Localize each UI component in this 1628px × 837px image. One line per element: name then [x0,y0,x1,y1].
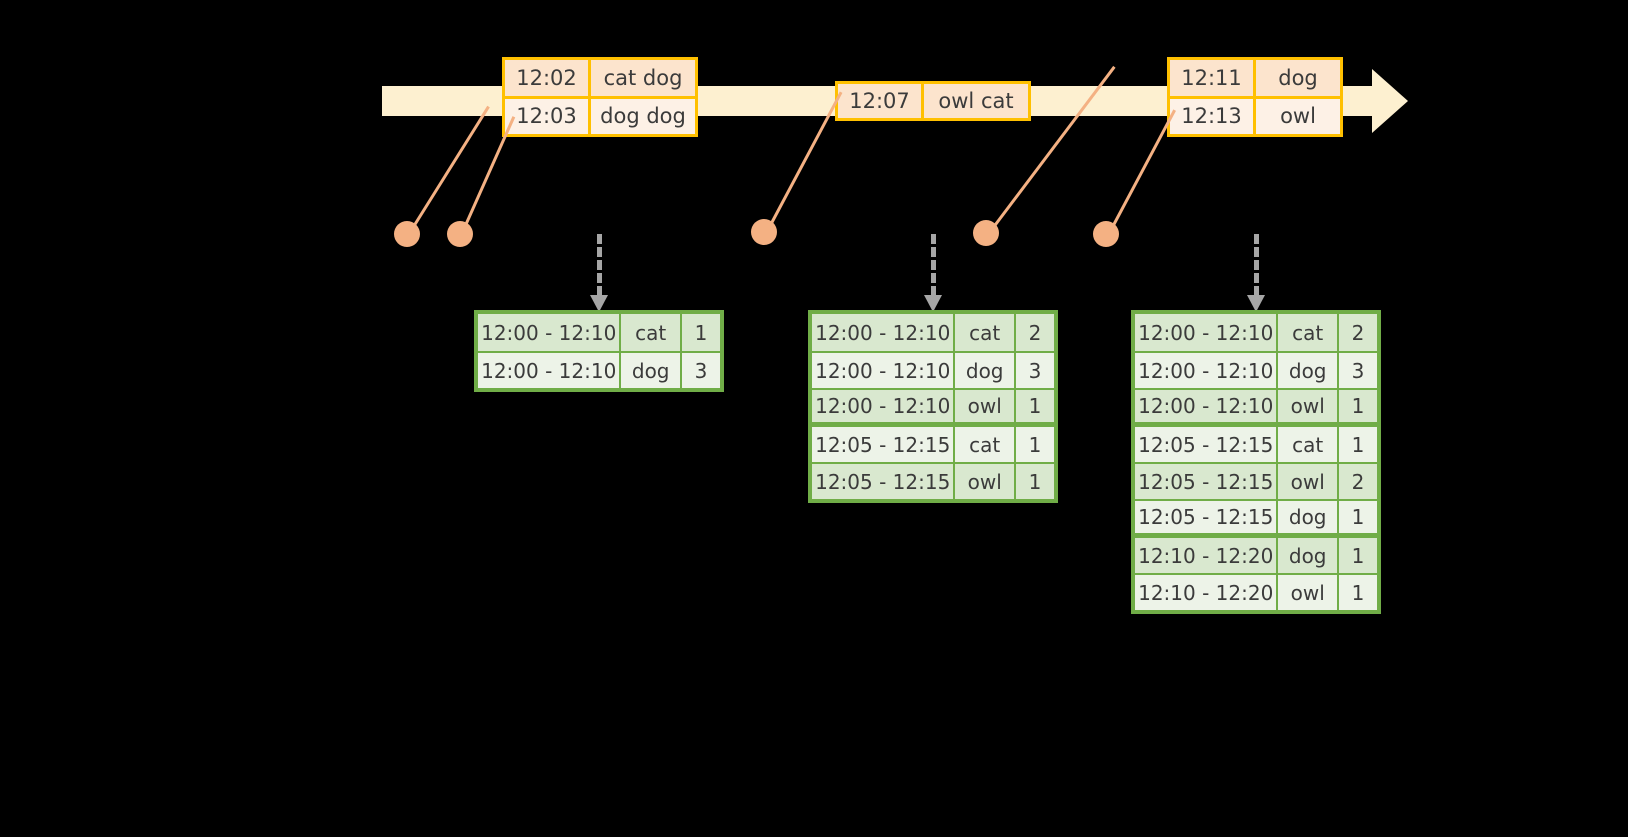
arrow-shaft [931,234,936,296]
cell-key: cat [621,314,682,351]
cell-window: 12:05 - 12:15 [1135,501,1279,533]
cell-key: dog [1278,501,1339,533]
connector-line-5 [1106,109,1176,237]
cell-count: 1 [1015,427,1055,462]
event-time: 12:07 [838,84,924,118]
cell-count: 2 [1015,314,1055,351]
cell-key: dog [621,353,682,388]
cell-count: 3 [1338,353,1378,388]
cell-key: owl [1278,575,1339,610]
cell-window: 12:05 - 12:15 [812,427,956,462]
cell-count: 1 [1015,390,1055,422]
cell-window: 12:10 - 12:20 [1135,575,1279,610]
event-group-1[interactable]: 12:02 cat dog 12:03 dog dog [502,57,698,137]
cell-window: 12:00 - 12:10 [812,390,956,422]
connector-line-1 [406,105,490,237]
cell-count: 1 [1338,501,1378,533]
cell-window: 12:00 - 12:10 [478,353,622,388]
cell-count: 1 [1338,390,1378,422]
cell-key: owl [955,464,1016,499]
arrow-shaft [597,234,602,296]
arrow-head-icon [590,295,608,312]
cell-window: 12:05 - 12:15 [1135,427,1279,462]
event-value: cat dog [591,60,695,96]
connector-dot-3 [751,219,777,245]
arrow-head-icon [924,295,942,312]
event-row[interactable]: 12:13 owl [1170,95,1340,134]
event-value: dog [1256,60,1340,96]
cell-count: 1 [1338,427,1378,462]
event-row[interactable]: 12:07 owl cat [838,84,1028,118]
cell-key: cat [1278,314,1339,351]
event-group-3[interactable]: 12:11 dog 12:13 owl [1167,57,1343,137]
event-time: 12:02 [505,60,591,96]
connector-dot-2 [447,221,473,247]
event-value: owl [1256,98,1340,134]
cell-count: 1 [1338,575,1378,610]
cell-count: 2 [1338,464,1378,499]
event-row[interactable]: 12:02 cat dog [505,60,695,96]
cell-window: 12:05 - 12:15 [812,464,956,499]
arrow-head-icon [1247,295,1265,312]
connector-dot-5 [1093,221,1119,247]
event-time: 12:11 [1170,60,1256,96]
cell-count: 1 [1338,538,1378,573]
dashed-arrow-3 [1247,234,1265,312]
cell-window: 12:10 - 12:20 [1135,538,1279,573]
connector-dot-1 [394,221,420,247]
event-time: 12:03 [505,98,591,134]
dashed-arrow-2 [924,234,942,312]
event-group-2[interactable]: 12:07 owl cat [835,81,1031,121]
cell-key: dog [1278,353,1339,388]
cell-window: 12:00 - 12:10 [1135,390,1279,422]
cell-key: owl [955,390,1016,422]
event-value: owl cat [924,84,1028,118]
event-time: 12:13 [1170,98,1256,134]
event-row[interactable]: 12:03 dog dog [505,95,695,134]
arrow-shaft [1254,234,1259,296]
timeline-arrowhead [1372,69,1408,133]
cell-window: 12:05 - 12:15 [1135,464,1279,499]
cell-key: owl [1278,464,1339,499]
cell-count: 2 [1338,314,1378,351]
cell-key: cat [1278,427,1339,462]
cell-key: cat [955,314,1016,351]
cell-count: 3 [681,353,721,388]
cell-count: 1 [681,314,721,351]
cell-key: cat [955,427,1016,462]
cell-window: 12:00 - 12:10 [812,353,956,388]
event-row[interactable]: 12:11 dog [1170,60,1340,96]
event-value: dog dog [591,98,695,134]
cell-window: 12:00 - 12:10 [478,314,622,351]
connector-dot-4 [973,220,999,246]
cell-window: 12:00 - 12:10 [1135,314,1279,351]
cell-window: 12:00 - 12:10 [812,314,956,351]
cell-count: 1 [1015,464,1055,499]
cell-key: dog [1278,538,1339,573]
cell-count: 3 [1015,353,1055,388]
cell-window: 12:00 - 12:10 [1135,353,1279,388]
cell-key: dog [955,353,1016,388]
dashed-arrow-1 [590,234,608,312]
cell-key: owl [1278,390,1339,422]
